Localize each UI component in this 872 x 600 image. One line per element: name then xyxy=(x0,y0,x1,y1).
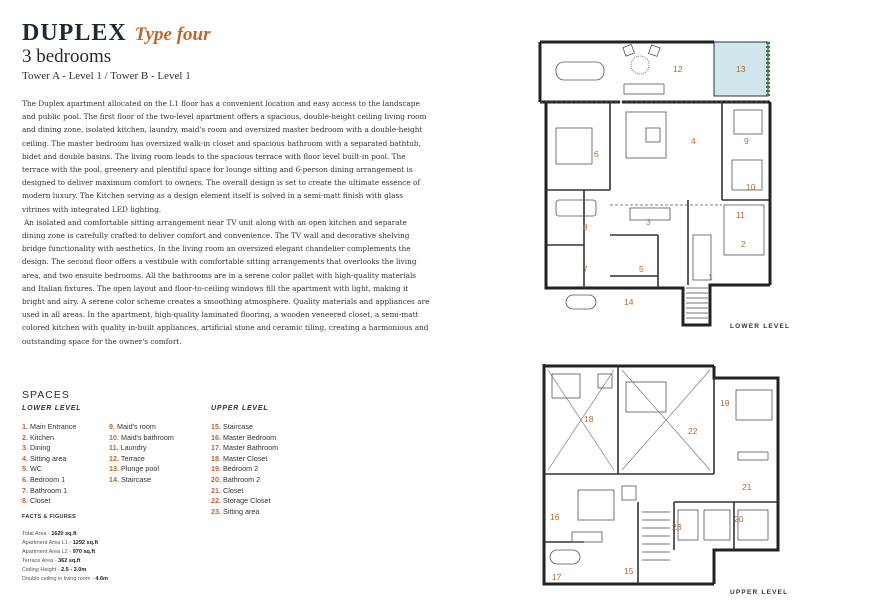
lower-level-floor-plan: 1 2 3 4 5 6 7 8 9 10 11 12 13 14 xyxy=(538,40,772,327)
space-item: 11. Laundry xyxy=(109,443,147,453)
space-item: 8. Closet xyxy=(22,496,51,506)
room-label: 15 xyxy=(624,566,634,576)
room-label: 9 xyxy=(744,136,749,146)
upper-level-caption: UPPER LEVEL xyxy=(730,589,789,596)
space-item: 16. Master Bedroom xyxy=(211,432,277,442)
space-item: 19. Bedroom 2 xyxy=(211,464,259,474)
lower-spaces-list-2: 9. Maid's room 10. Maid's bathroom 11. L… xyxy=(109,422,174,486)
space-item: 13. Plunge pool xyxy=(109,464,159,474)
description: The Duplex apartment allocated on the L1… xyxy=(22,97,430,348)
space-item: 12. Terrace xyxy=(109,453,145,463)
type-label: Type four xyxy=(134,24,211,45)
page-title: DUPLEX Type four xyxy=(22,20,210,47)
room-label: 8 xyxy=(583,222,588,232)
room-label: 20 xyxy=(734,514,744,524)
description-paragraph-2: An isolated and comfortable sitting arra… xyxy=(22,217,430,346)
space-item: 5. WC xyxy=(22,464,42,474)
upper-level-heading: UPPER LEVEL xyxy=(211,405,269,412)
fact-item: Apartment Area L1 - 1292 sq.ft xyxy=(22,540,99,547)
fact-item: Terrace Area - 362 sq.ft xyxy=(22,558,81,565)
description-paragraph-1: The Duplex apartment allocated on the L1… xyxy=(22,99,427,214)
space-item: 2. Kitchen xyxy=(22,432,54,442)
facts-heading: FACTS & FIGURES xyxy=(22,514,77,520)
space-item: 14. Staircase xyxy=(109,474,151,484)
room-label: 13 xyxy=(736,64,746,74)
space-item: 22. Storage Closet xyxy=(211,496,271,506)
room-label: 19 xyxy=(720,398,730,408)
room-label: 17 xyxy=(552,572,562,582)
room-label: 14 xyxy=(624,297,634,307)
space-item: 9. Maid's room xyxy=(109,422,156,431)
space-item: 4. Sitting area xyxy=(22,453,67,463)
room-label: 10 xyxy=(746,182,756,192)
space-item: 7. Bathroom 1 xyxy=(22,485,68,495)
room-label: 22 xyxy=(688,426,698,436)
room-label: 12 xyxy=(673,64,683,74)
room-label: 7 xyxy=(583,264,588,274)
plunge-pool xyxy=(713,41,769,97)
lower-level-caption: LOWER LEVEL xyxy=(730,323,791,330)
bedrooms-subtitle: 3 bedrooms xyxy=(22,46,112,67)
title-main: DUPLEX xyxy=(22,20,127,46)
room-label: 11 xyxy=(736,210,745,220)
facts-list: Total Area - 1620 sq.ft Apartment Area L… xyxy=(22,530,108,585)
space-item: 6. Bedroom 1 xyxy=(22,474,66,484)
fact-item: Ceiling Height - 2.5 - 3.0m xyxy=(22,567,87,574)
space-item: 3. Dining xyxy=(22,443,51,453)
space-item: 18. Master Closet xyxy=(211,453,268,463)
room-label: 2 xyxy=(741,239,746,249)
space-item: 1. Main Entrance xyxy=(22,422,77,431)
room-label: 18 xyxy=(584,414,594,424)
space-item: 15. Staircase xyxy=(211,422,253,431)
fact-item: Double ceiling in living room - 4.6m xyxy=(22,576,108,583)
space-item: 21. Closet xyxy=(211,485,244,495)
upper-level-floor-plan: 15 16 17 18 19 20 21 22 23 xyxy=(542,364,780,586)
fact-item: Apartment Area L2 - 970 sq.ft xyxy=(22,549,96,556)
space-item: 20. Bathroom 2 xyxy=(211,474,261,484)
spaces-heading: SPACES xyxy=(22,389,70,401)
lower-level-heading: LOWER LEVEL xyxy=(22,405,82,412)
fact-item: Total Area - 1620 sq.ft xyxy=(22,531,77,537)
upper-spaces-list: 15. Staircase 16. Master Bedroom 17. Mas… xyxy=(211,422,278,517)
space-item: 10. Maid's bathroom xyxy=(109,432,174,442)
room-label: 21 xyxy=(742,482,752,492)
lower-spaces-list-1: 1. Main Entrance 2. Kitchen 3. Dining 4.… xyxy=(22,422,76,507)
room-label: 6 xyxy=(594,149,599,159)
room-label: 5 xyxy=(639,264,644,274)
room-label: 23 xyxy=(672,522,682,532)
space-item: 17. Master Bathroom xyxy=(211,443,279,453)
room-label: 1 xyxy=(708,272,713,282)
towers-label: Tower A - Level 1 / Tower B - Level 1 xyxy=(22,70,191,82)
room-label: 4 xyxy=(691,136,696,146)
space-item: 23. Sitting area xyxy=(211,506,260,516)
room-label: 3 xyxy=(646,217,651,227)
room-label: 16 xyxy=(550,512,560,522)
